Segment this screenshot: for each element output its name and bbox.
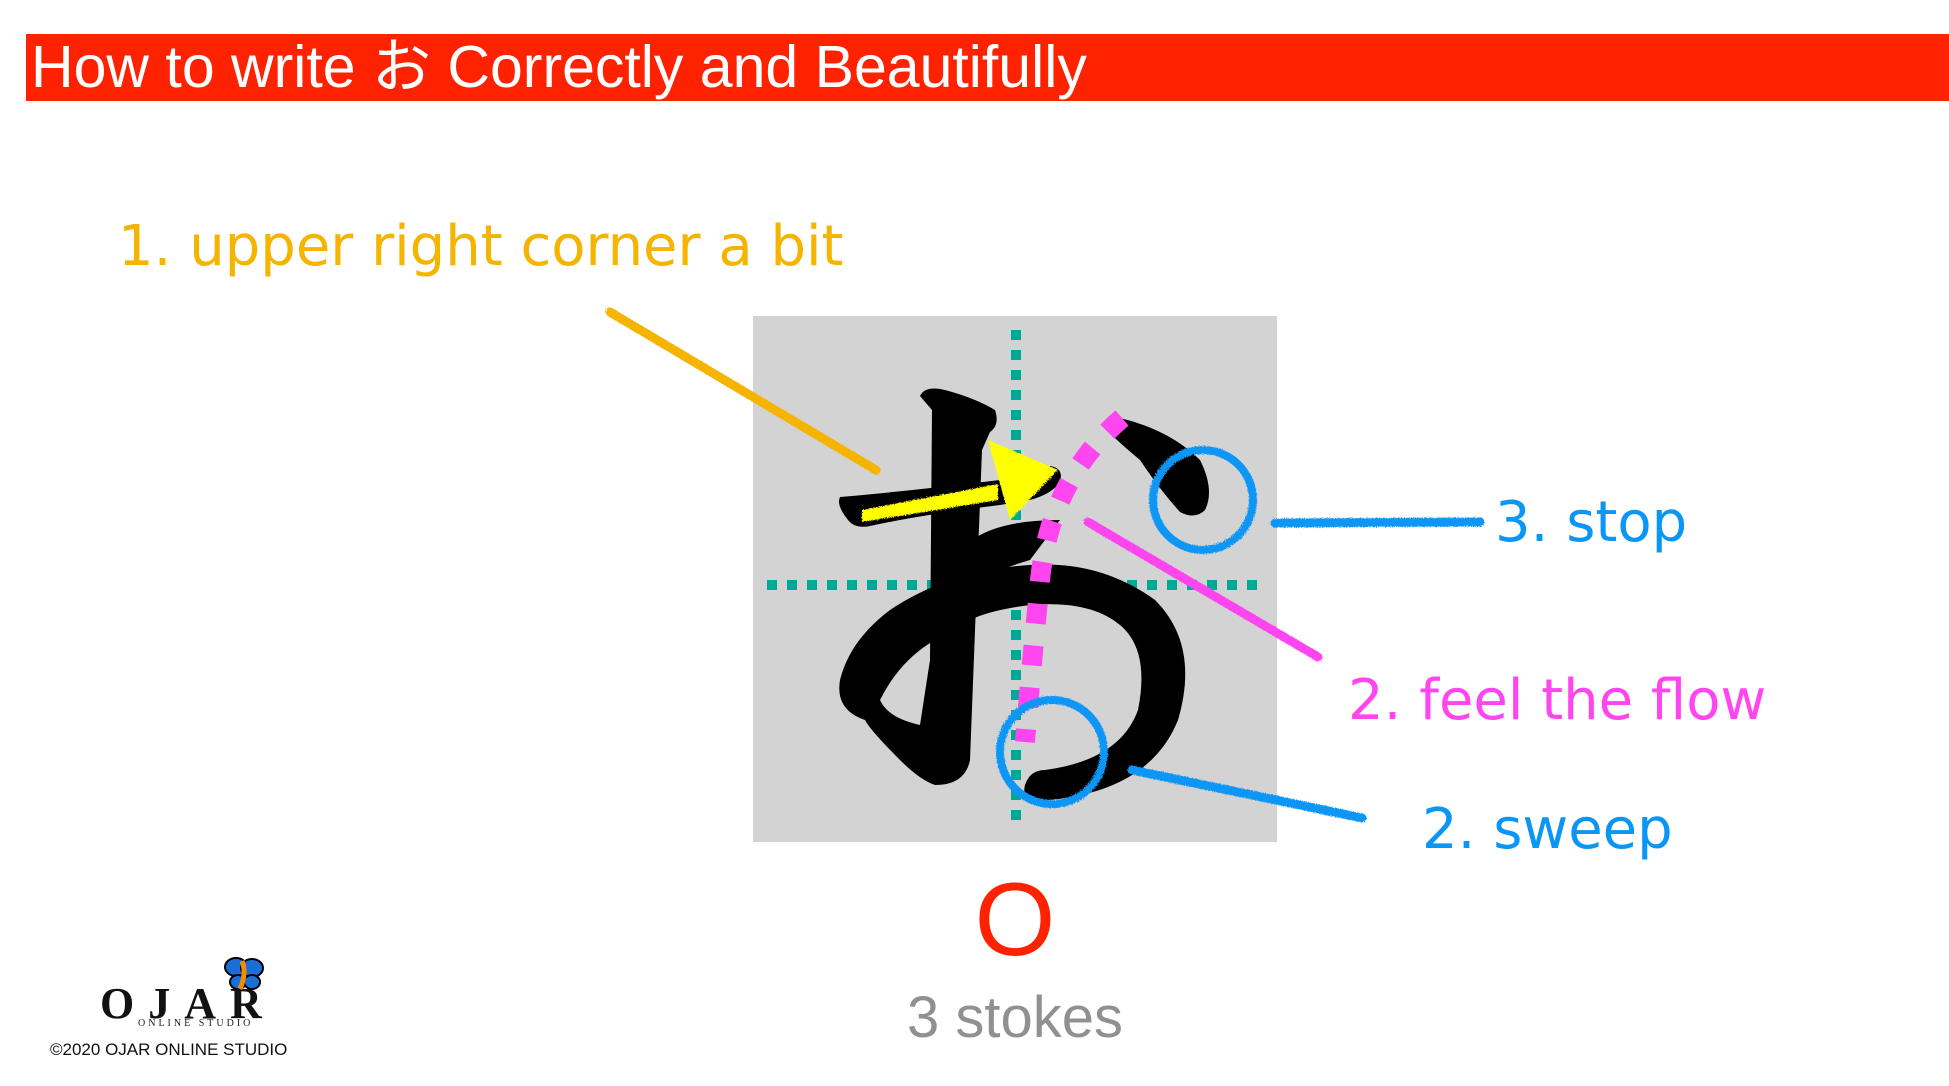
- pointer-line-flow: [1083, 517, 1323, 662]
- page-title: How to write お Correctly and Beautifully: [31, 34, 1087, 100]
- pointer-line-stop: [1270, 517, 1485, 528]
- pointer-line-1: [605, 307, 881, 475]
- annotation-feel-the-flow: 2. feel the flow: [1348, 668, 1767, 733]
- stop-circle: [1149, 446, 1257, 554]
- sweep-circle: [996, 696, 1108, 808]
- copyright-text: ©2020 OJAR ONLINE STUDIO: [50, 1040, 288, 1059]
- pointer-line-sweep: [1127, 765, 1367, 823]
- logo-subtitle: ONLINE STUDIO: [138, 1018, 254, 1029]
- title-banner: [26, 34, 1949, 101]
- annotation-upper-right-corner: 1. upper right corner a bit: [118, 214, 844, 279]
- annotation-sweep: 2. sweep: [1422, 797, 1673, 862]
- butterfly-icon: [224, 957, 264, 991]
- stroke-count: 3 stokes: [907, 985, 1123, 1050]
- annotation-stop: 3. stop: [1495, 490, 1688, 555]
- direction-arrow: [862, 440, 1058, 522]
- romaji-label: O: [974, 862, 1056, 978]
- flow-guide-line: [1015, 410, 1129, 743]
